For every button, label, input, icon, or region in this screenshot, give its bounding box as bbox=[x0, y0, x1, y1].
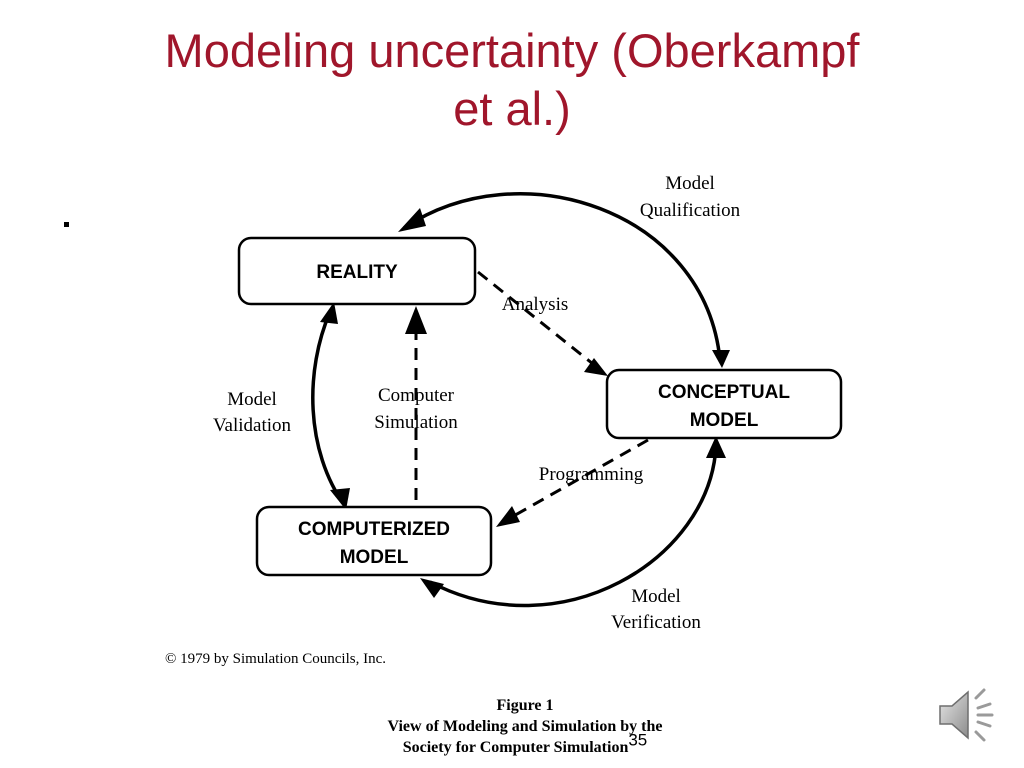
analysis-label: Analysis bbox=[502, 294, 569, 315]
conceptual-label-1: CONCEPTUAL bbox=[658, 382, 790, 403]
analysis-arrow bbox=[477, 270, 599, 370]
caption-line-2: View of Modeling and Simulation by the bbox=[387, 718, 663, 735]
reality-label: REALITY bbox=[316, 262, 398, 283]
qualification-label-2: Qualification bbox=[640, 200, 741, 221]
qualification-label-1: Model bbox=[665, 173, 715, 194]
caption-line-3: Society for Computer Simulation35 bbox=[330, 732, 720, 758]
simulation-arrowhead bbox=[405, 306, 427, 334]
title-line-2: et al.) bbox=[453, 82, 571, 135]
computerized-label-2: MODEL bbox=[340, 547, 409, 568]
bullet-marker bbox=[64, 222, 69, 227]
caption-line-1: Figure 1 bbox=[496, 697, 554, 714]
conceptual-label-2: MODEL bbox=[690, 410, 759, 431]
qualification-arc bbox=[403, 192, 722, 361]
conceptual-model-box bbox=[605, 368, 843, 440]
slide-title: Modeling uncertainty (Oberkampf et al.) bbox=[0, 22, 1024, 138]
programming-label: Programming bbox=[539, 464, 644, 485]
analysis-arrowhead bbox=[584, 358, 608, 376]
computerized-model-box bbox=[255, 505, 493, 577]
validation-arrowhead-top bbox=[320, 302, 338, 324]
title-line-1: Modeling uncertainty (Oberkampf bbox=[164, 24, 860, 77]
verification-arc bbox=[429, 445, 718, 608]
programming-arrow bbox=[509, 438, 649, 520]
speaker-icon[interactable] bbox=[936, 684, 998, 746]
verification-label-2: Verification bbox=[611, 612, 701, 633]
verification-arrowhead-computerized bbox=[420, 578, 444, 598]
computerized-label-1: COMPUTERIZED bbox=[298, 519, 450, 540]
figure-caption: Figure 1 View of Modeling and Simulation… bbox=[330, 695, 720, 758]
simulation-label-2: Simulation bbox=[374, 412, 458, 433]
copyright-notice: © 1979 by Simulation Councils, Inc. bbox=[165, 651, 386, 667]
simulation-label-1: Computer bbox=[378, 385, 455, 406]
verification-arrowhead-conceptual bbox=[706, 436, 726, 458]
page-number: 35 bbox=[628, 730, 648, 750]
validation-label-2: Validation bbox=[213, 415, 292, 436]
validation-arc bbox=[311, 311, 347, 508]
qualification-arrowhead-reality bbox=[398, 208, 426, 232]
verification-label-1: Model bbox=[631, 586, 681, 607]
programming-arrowhead bbox=[496, 506, 520, 527]
caption-line-3-text: Society for Computer Simulation bbox=[402, 739, 629, 756]
qualification-arrowhead-conceptual bbox=[712, 350, 730, 368]
validation-label-1: Model bbox=[227, 389, 277, 410]
validation-arrowhead-bottom bbox=[330, 488, 350, 510]
reality-box bbox=[237, 236, 477, 306]
